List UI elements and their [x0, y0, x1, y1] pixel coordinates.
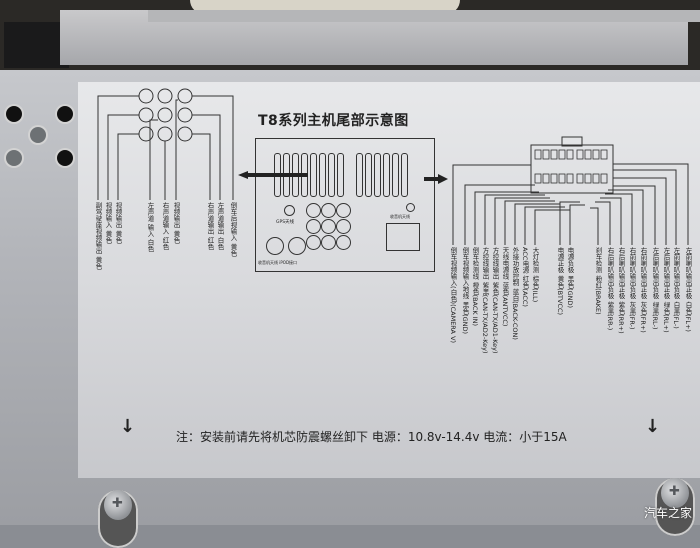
label-left-6: 视频输出 黄色: [172, 202, 180, 244]
gps-antenna-port: [284, 205, 295, 216]
label-left-7: 右声道输出 红色: [206, 202, 214, 250]
arrow-down-icon: ↓: [120, 416, 136, 437]
label-left-1: 副驾驶座视频输出 黄色: [94, 202, 102, 270]
label-left-2: 视频输入 黄色: [104, 202, 112, 244]
diagram-title: T8系列主机尾部示意图: [258, 113, 409, 129]
screw-icon: [661, 478, 689, 508]
background-dark-area: [0, 0, 700, 72]
label-left-8: 左声道输出 白色: [216, 202, 224, 250]
watermark: 汽车之家: [643, 506, 692, 520]
wiring-lines: [97, 88, 689, 245]
label-left-3: 视频输出 黄色: [114, 202, 122, 244]
label-right-11: 电源负极 黑色(GND): [566, 247, 574, 309]
vent-hole: [6, 150, 22, 166]
label-right-13: 右后喇叭输出负极 紫黑(RR-): [606, 247, 614, 331]
label-right-20: 左前喇叭输出正极 白色(FL+): [684, 247, 692, 332]
metal-rail: [60, 10, 700, 65]
label-right-8: ACC电源 红色(ACC): [521, 247, 529, 307]
label-right-3: 倒车检测线 橙色(BACK IN): [471, 247, 479, 327]
label-right-17: 左后喇叭输出负极 绿黑(RL-): [651, 247, 659, 330]
arrow-right-icon: [424, 174, 448, 184]
ipod-port: [288, 237, 306, 255]
label-left-9: 倒车后视输入 黄色: [229, 202, 237, 257]
label-left-5: 右声道输入 红色: [161, 202, 169, 250]
label-right-5: 方控线输出 紫色(CAN-TX/AD1-Key): [491, 247, 499, 354]
label-right-14: 右后喇叭输出正极 紫色(RR+): [617, 247, 625, 334]
label-right-19: 左前喇叭输出负极 白黑(FL-): [672, 247, 680, 329]
label-right-16: 右前喇叭输出正极 灰色(FR+): [639, 247, 647, 333]
foam-block: [4, 22, 69, 68]
label-right-1: 倒车视频输入(白色)(CAMERA V): [449, 247, 457, 344]
label-right-2: 倒车视频输入地线 黑色(GND): [461, 247, 469, 335]
harness-socket: [386, 223, 420, 251]
radio-antenna-port: [266, 237, 284, 255]
arrow-left-icon: [238, 171, 308, 179]
unit-rear-panel: GPS天线 收音机天线 收音机天线 iPOD接口: [255, 138, 435, 272]
wiring-diagram-sticker: [78, 82, 700, 478]
vent-hole: [57, 150, 73, 166]
arrow-down-icon: ↓: [645, 416, 661, 437]
label-right-18: 左后喇叭输出正极 绿色(RL+): [662, 247, 670, 333]
label-right-9: 大灯检测 棕色(ILL): [531, 247, 539, 303]
label-right-7: 外接功放控制 蓝白(BACK-CON): [511, 247, 519, 340]
label-right-6: 天线电源线 蓝色(ANTVCC): [501, 247, 509, 327]
install-note: 注：安装前请先将机芯防震螺丝卸下 电源：10.8v-14.4v 电流：小于15A: [176, 430, 567, 444]
label-right-12: 刹车检测 粉红(BRAKE): [594, 247, 602, 315]
label-left-4: 左声道 输入 白色: [146, 202, 154, 252]
label-right-15: 右前喇叭输出负极 灰黑(FR-): [628, 247, 636, 330]
vent-hole: [30, 127, 46, 143]
label-right-4: 方控线输出 紫黑(CAN-TX/AD2-Key): [481, 247, 489, 354]
vent-hole: [57, 106, 73, 122]
label-right-10: 电源正极 黄色(BTVCC): [556, 247, 564, 316]
vent-hole: [6, 106, 22, 122]
screw-icon: [104, 490, 132, 520]
